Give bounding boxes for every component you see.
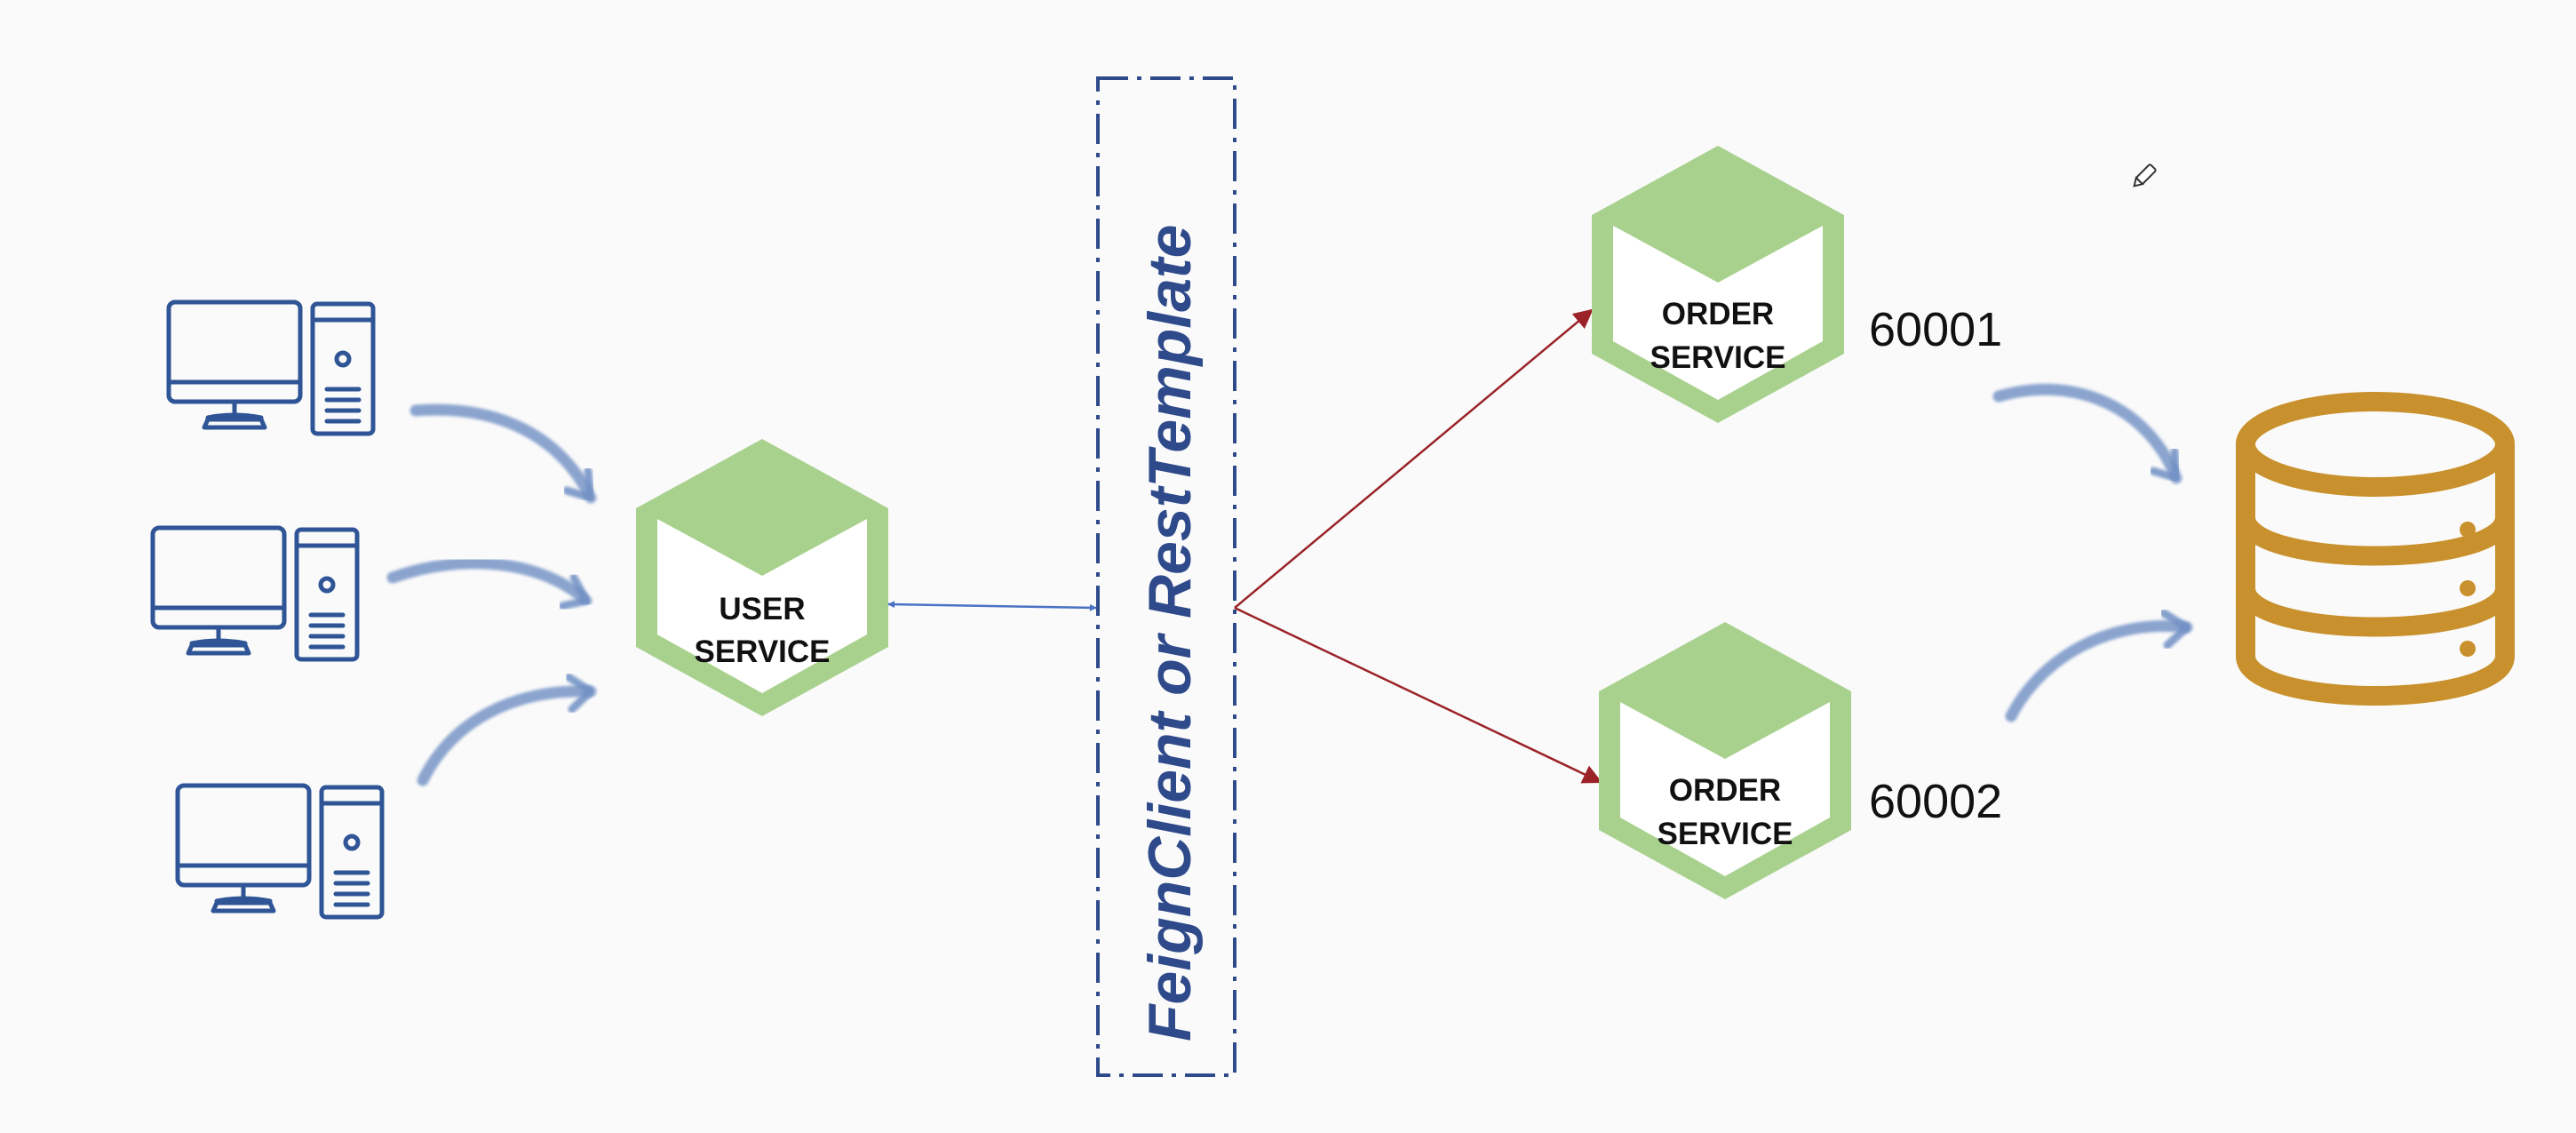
order-service-1-label-line1: ORDER	[1662, 297, 1774, 331]
order-service-2-port: 60002	[1869, 775, 2002, 828]
order-service-1-label-line2: SERVICE	[1650, 340, 1785, 375]
client-computer-icon-1	[169, 302, 373, 434]
gateway-order-link-2	[1234, 606, 1602, 784]
database-icon	[2236, 392, 2515, 706]
order-service-hexagon-icon-2	[1599, 622, 1851, 899]
db-flow-arrow-1	[1992, 383, 2182, 484]
client-computer-icon-3	[178, 786, 382, 917]
user-service-label-line2: SERVICE	[694, 634, 830, 669]
gateway-label: FeignClient or RestTemplate	[1136, 225, 1204, 1041]
order-service-2-label-line1: ORDER	[1669, 773, 1781, 808]
client-flow-arrow-1	[409, 403, 597, 504]
gateway-box: FeignClient or RestTemplate	[1096, 76, 1236, 1077]
gateway-order-link-1	[1234, 308, 1594, 609]
db-flow-arrow-2	[2005, 609, 2193, 722]
order-service-2-label-line2: SERVICE	[1657, 817, 1793, 851]
user-gateway-link	[887, 601, 1097, 611]
client-flow-arrow-2	[386, 557, 592, 610]
order-service-node-1: ORDER SERVICE	[1592, 146, 1844, 423]
order-service-1-port: 60001	[1869, 303, 2002, 356]
user-service-label-line1: USER	[719, 592, 805, 626]
client-computer-icon-2	[153, 528, 357, 659]
pen-cursor-icon	[2133, 164, 2157, 188]
client-flow-arrow-3	[417, 673, 597, 786]
user-service-node: USER SERVICE	[636, 439, 888, 716]
order-service-node-2: ORDER SERVICE	[1599, 622, 1851, 899]
order-service-hexagon-icon-1	[1592, 146, 1844, 423]
user-service-hexagon-icon	[636, 439, 888, 716]
